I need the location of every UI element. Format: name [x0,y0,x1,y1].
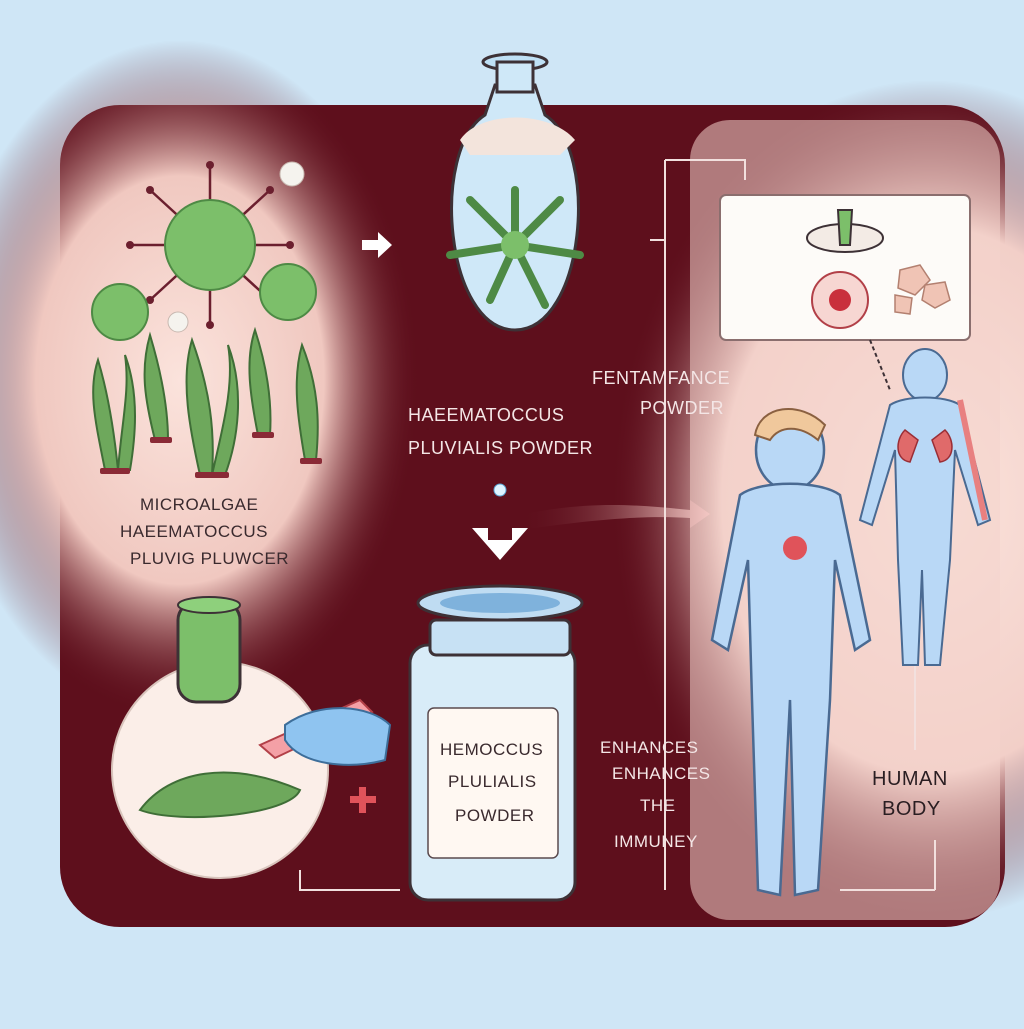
plus-icon [350,787,376,813]
label-pluvig: PLUVIG PLUWCER [130,549,290,568]
powder-jar [408,584,584,902]
label-the: THE [640,796,676,815]
jar-label-line-3: POWDER [455,806,535,825]
jar-label-line-1: HEMOCCUS [440,740,544,759]
lungs-icon [897,429,953,463]
jar-label-line-2: PLULIALIS [448,772,537,791]
inset-info-card [719,194,971,391]
hair-icon [753,408,827,442]
arrow-down-1 [472,528,528,560]
label-pluvialis-powder: PLUVIALIS POWDER [408,438,594,458]
label-haematoccus-left: HAEEMATOCCUS [120,522,269,541]
flask [446,52,584,332]
label-human: HUMAN [872,768,948,790]
human-figure-small [858,348,992,666]
label-fentamfance: FENTAMFANCE [592,368,731,388]
arrow-right-1 [362,232,392,258]
powder-bowl [111,596,392,879]
label-fentamfance-powder: POWDER [640,398,724,418]
label-microalgae: MICROALGAE [140,495,259,514]
algae-plants [92,326,319,476]
flow-arrow-to-body [520,500,710,530]
label-enhances-1: ENHANCES [600,738,699,757]
label-body: BODY [882,798,941,820]
microalgae-cell-small-1 [91,283,149,341]
microalgae-cell-small-2 [259,263,317,321]
label-immuney: IMMUNEY [614,832,698,851]
particle-icon [493,483,507,497]
immune-cell-icon [783,536,807,560]
bubble [279,161,305,187]
arm-highlight [957,399,988,521]
plant-pots [100,432,322,478]
label-haematoccus-center: HAEEMATOCCUS [408,405,565,425]
left-glow [0,40,420,720]
label-enhances-2: ENHANCES [612,764,711,783]
bubble [167,311,189,333]
